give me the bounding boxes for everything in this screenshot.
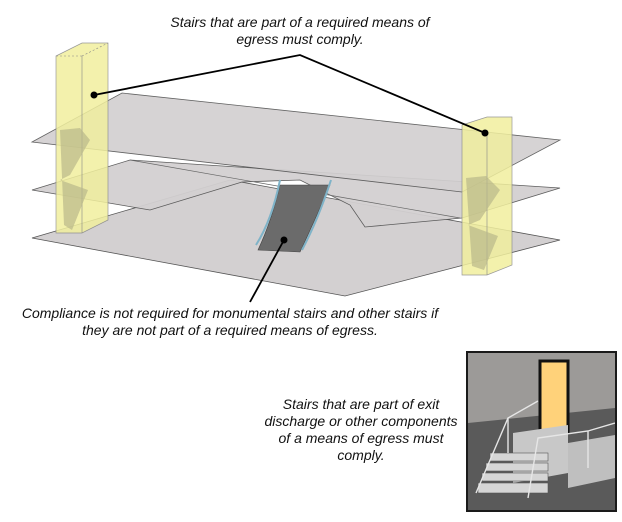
door <box>538 359 570 435</box>
exit-stair-enclosure-right <box>461 116 513 276</box>
exit-discharge-inset <box>466 351 617 512</box>
exterior-stair-illustration <box>468 359 615 510</box>
caption-exit-discharge: Stairs that are part of exit discharge o… <box>264 396 458 463</box>
leader-lines <box>90 54 489 303</box>
exit-stair-enclosure-left <box>55 42 109 234</box>
caption-monumental-stairs-exception: Compliance is not required for monumenta… <box>21 305 439 338</box>
handrails <box>475 400 615 499</box>
monumental-stair <box>255 179 332 253</box>
caption-required-means-of-egress: Stairs that are part of a required means… <box>170 14 430 47</box>
